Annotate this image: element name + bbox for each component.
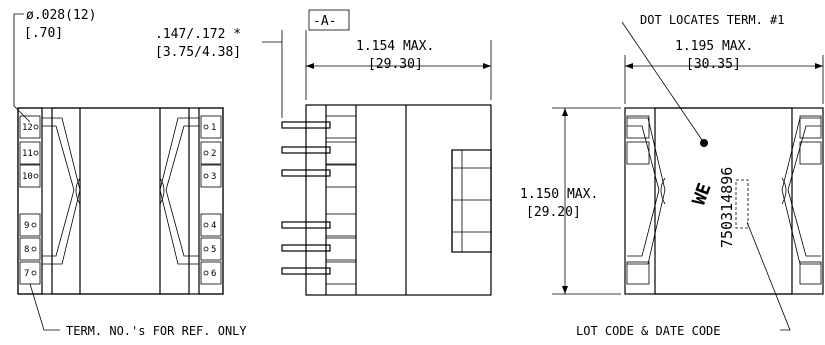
standoff-mm-label: [3.75/4.38] [155,45,241,60]
datum-label: -A- [313,14,336,29]
dot-note: DOT LOCATES TERM. #1 [640,13,785,27]
top-width-label: 1.195 MAX. [675,39,753,54]
term-note-leader [29,283,60,331]
lot-note: LOT CODE & DATE CODE [576,324,721,338]
standoff-label: .147/.172 * [155,27,241,42]
lot-note-leader [746,221,791,331]
left-view: 12 11 10 9 8 7 1 2 3 4 5 6 [17,107,224,295]
pin-label-8: 8 [24,245,29,255]
term-note: TERM. NO.'s FOR REF. ONLY [66,324,247,338]
top-width-mm-label: [30.35] [686,57,741,72]
side-view [281,104,492,296]
pin-label-9: 9 [24,221,29,231]
side-width-label: 1.154 MAX. [356,39,434,54]
part-number: 750314896 [718,167,736,248]
height-label: 1.150 MAX. [520,187,598,202]
pin-label-2: 2 [211,149,216,159]
pin-label-1: 1 [211,123,216,133]
pin1-dot [700,139,708,147]
left-flange [17,107,43,295]
right-flange [198,107,224,295]
we-logo: WE [689,180,716,208]
pin-label-6: 6 [211,269,216,279]
pin-dia-mm-label: [.70] [24,26,63,41]
pin-dia-label: ø.028(12) [26,8,96,23]
lot-code-box [735,179,749,229]
top-view: WE 750314896 [624,107,824,295]
left-view-outline [17,107,224,295]
side-width-mm-label: [29.30] [368,57,423,72]
pin-label-3: 3 [211,172,216,182]
core-body [51,107,190,295]
datum-box [308,9,350,31]
pin-label-7: 7 [24,269,29,279]
pin-label-4: 4 [211,221,216,231]
pin-label-11: 11 [22,149,33,159]
height-mm-label: [29.20] [526,205,581,220]
pin-label-12: 12 [22,123,33,133]
pin-label-5: 5 [211,245,216,255]
pin-label-10: 10 [22,172,33,182]
pin-dia-leader [13,13,31,123]
